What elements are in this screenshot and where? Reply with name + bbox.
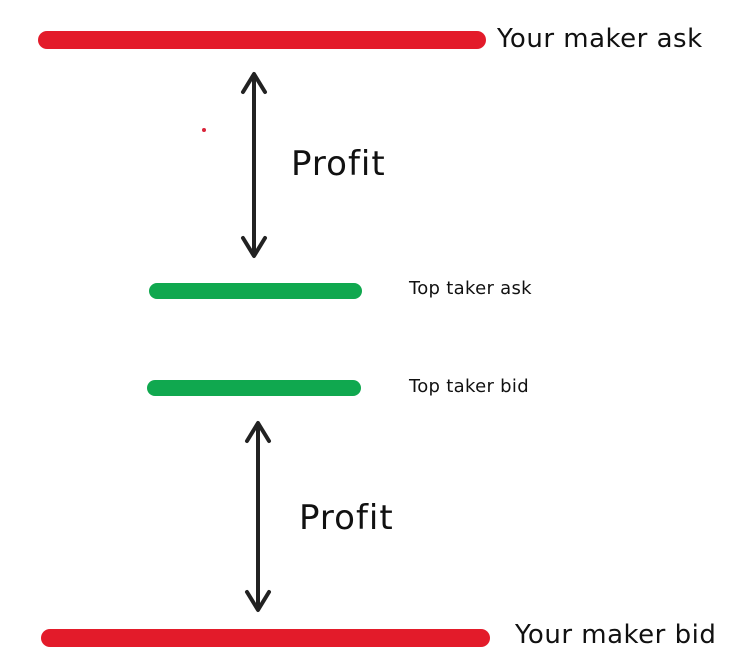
maker-bid-label: Your maker bid [515,620,717,650]
upper-profit-arrow [241,72,267,258]
profit-label-upper: Profit [291,144,386,184]
top-taker-bid-label: Top taker bid [409,376,529,397]
top-taker-ask-label: Top taker ask [409,278,532,299]
stray-dot [202,128,206,132]
maker-ask-label: Your maker ask [497,24,703,54]
lower-profit-arrow [245,421,271,612]
profit-label-lower: Profit [299,498,394,538]
